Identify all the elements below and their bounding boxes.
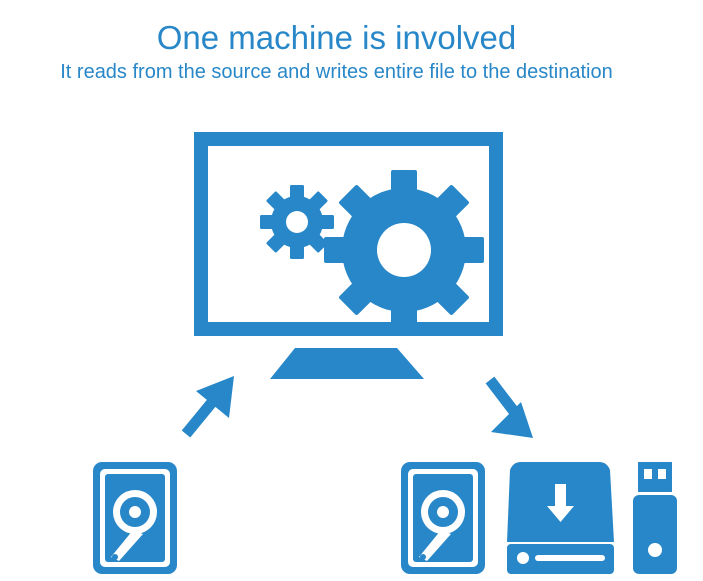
arrow-down-right-icon (485, 376, 533, 438)
destination-hard-disk-icon (401, 462, 485, 574)
source-hard-disk-icon (93, 462, 177, 574)
external-drive-download-icon (507, 462, 614, 574)
diagram-subtitle: It reads from the source and writes enti… (60, 61, 613, 83)
arrow-up-right-icon (181, 376, 234, 438)
diagram-title: One machine is involved (156, 19, 517, 56)
monitor-stand-icon (270, 348, 424, 379)
monitor-with-gears-icon (194, 132, 503, 379)
large-gear-icon (324, 170, 484, 322)
monitor-screen-frame (194, 132, 503, 336)
small-gear-icon (260, 185, 334, 259)
usb-flash-drive-icon (633, 462, 677, 574)
